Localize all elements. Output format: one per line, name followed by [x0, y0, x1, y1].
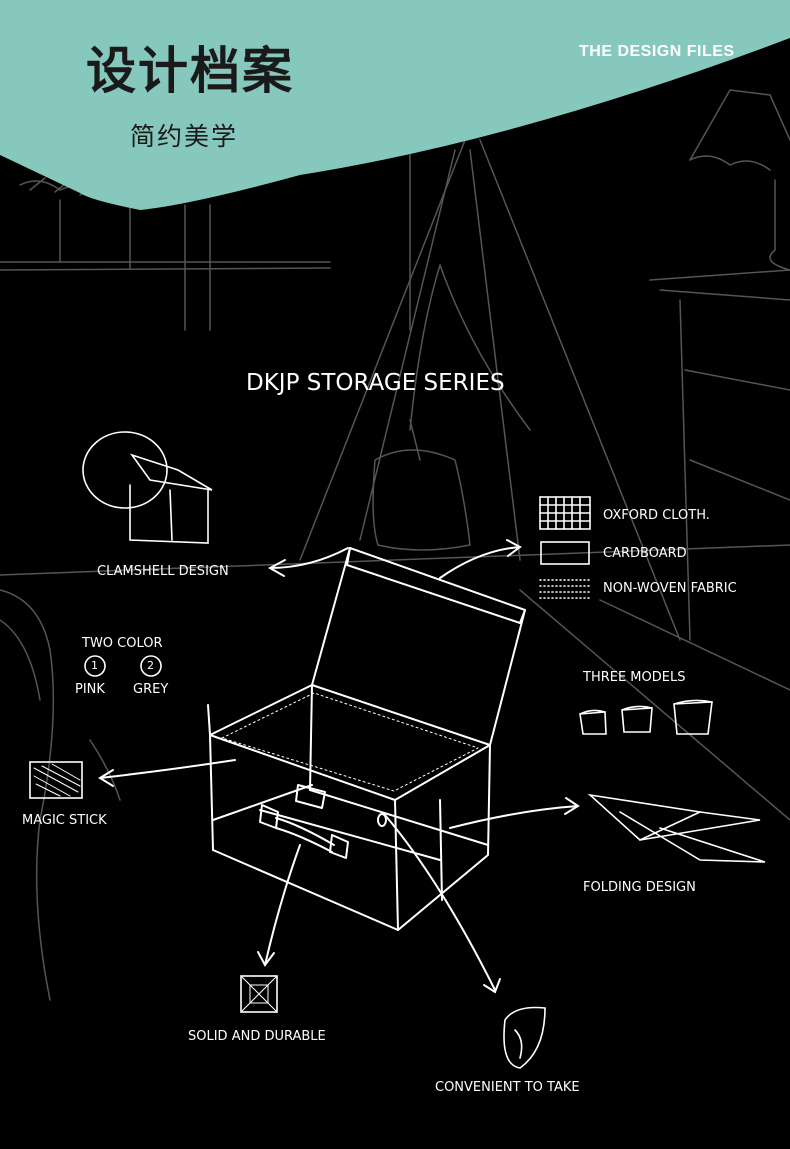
grey-number-icon: [140, 655, 162, 677]
material-cardboard-label: CARDBOARD: [603, 546, 687, 561]
convenient-label: CONVENIENT TO TAKE: [435, 1080, 580, 1095]
material-oxford-label: OXFORD CLOTH.: [603, 508, 710, 523]
english-title: THE DESIGN FILES: [579, 43, 735, 60]
material-nonwoven-label: NON-WOVEN FABRIC: [603, 581, 737, 596]
solid-durable-icon: [240, 975, 278, 1013]
grey-label: GREY: [133, 682, 169, 697]
room-background: [0, 0, 790, 1001]
pink-label: PINK: [75, 682, 105, 697]
folding-label: FOLDING DESIGN: [583, 880, 696, 895]
grey-number: 2: [147, 659, 154, 672]
three-models-icon: [579, 699, 713, 735]
series-title: DKJP STORAGE SERIES: [246, 370, 505, 396]
clamshell-label: CLAMSHELL DESIGN: [97, 564, 229, 579]
magic-stick-icon: [29, 761, 83, 799]
cardboard-icon: [540, 541, 590, 565]
magic-stick-label: MAGIC STICK: [22, 813, 107, 828]
solid-durable-label: SOLID AND DURABLE: [188, 1029, 326, 1044]
clamshell-circle-icon: [82, 431, 168, 509]
storage-box-sketch: [207, 547, 526, 931]
folding-icon: [587, 793, 766, 863]
page-subtitle: 简约美学: [130, 122, 239, 151]
pink-number-icon: [84, 655, 106, 677]
header-banner: [0, 0, 790, 210]
two-color-label: TWO COLOR: [82, 636, 163, 651]
annotation-arrows: [98, 539, 580, 994]
oxford-cloth-icon: [539, 496, 591, 530]
annotation-icons: [29, 431, 766, 1069]
page-title: 设计档案: [86, 42, 294, 100]
pink-number: 1: [91, 659, 98, 672]
three-models-label: THREE MODELS: [583, 670, 686, 685]
convenient-handle-icon: [503, 1006, 546, 1069]
non-woven-icon: [539, 579, 593, 599]
